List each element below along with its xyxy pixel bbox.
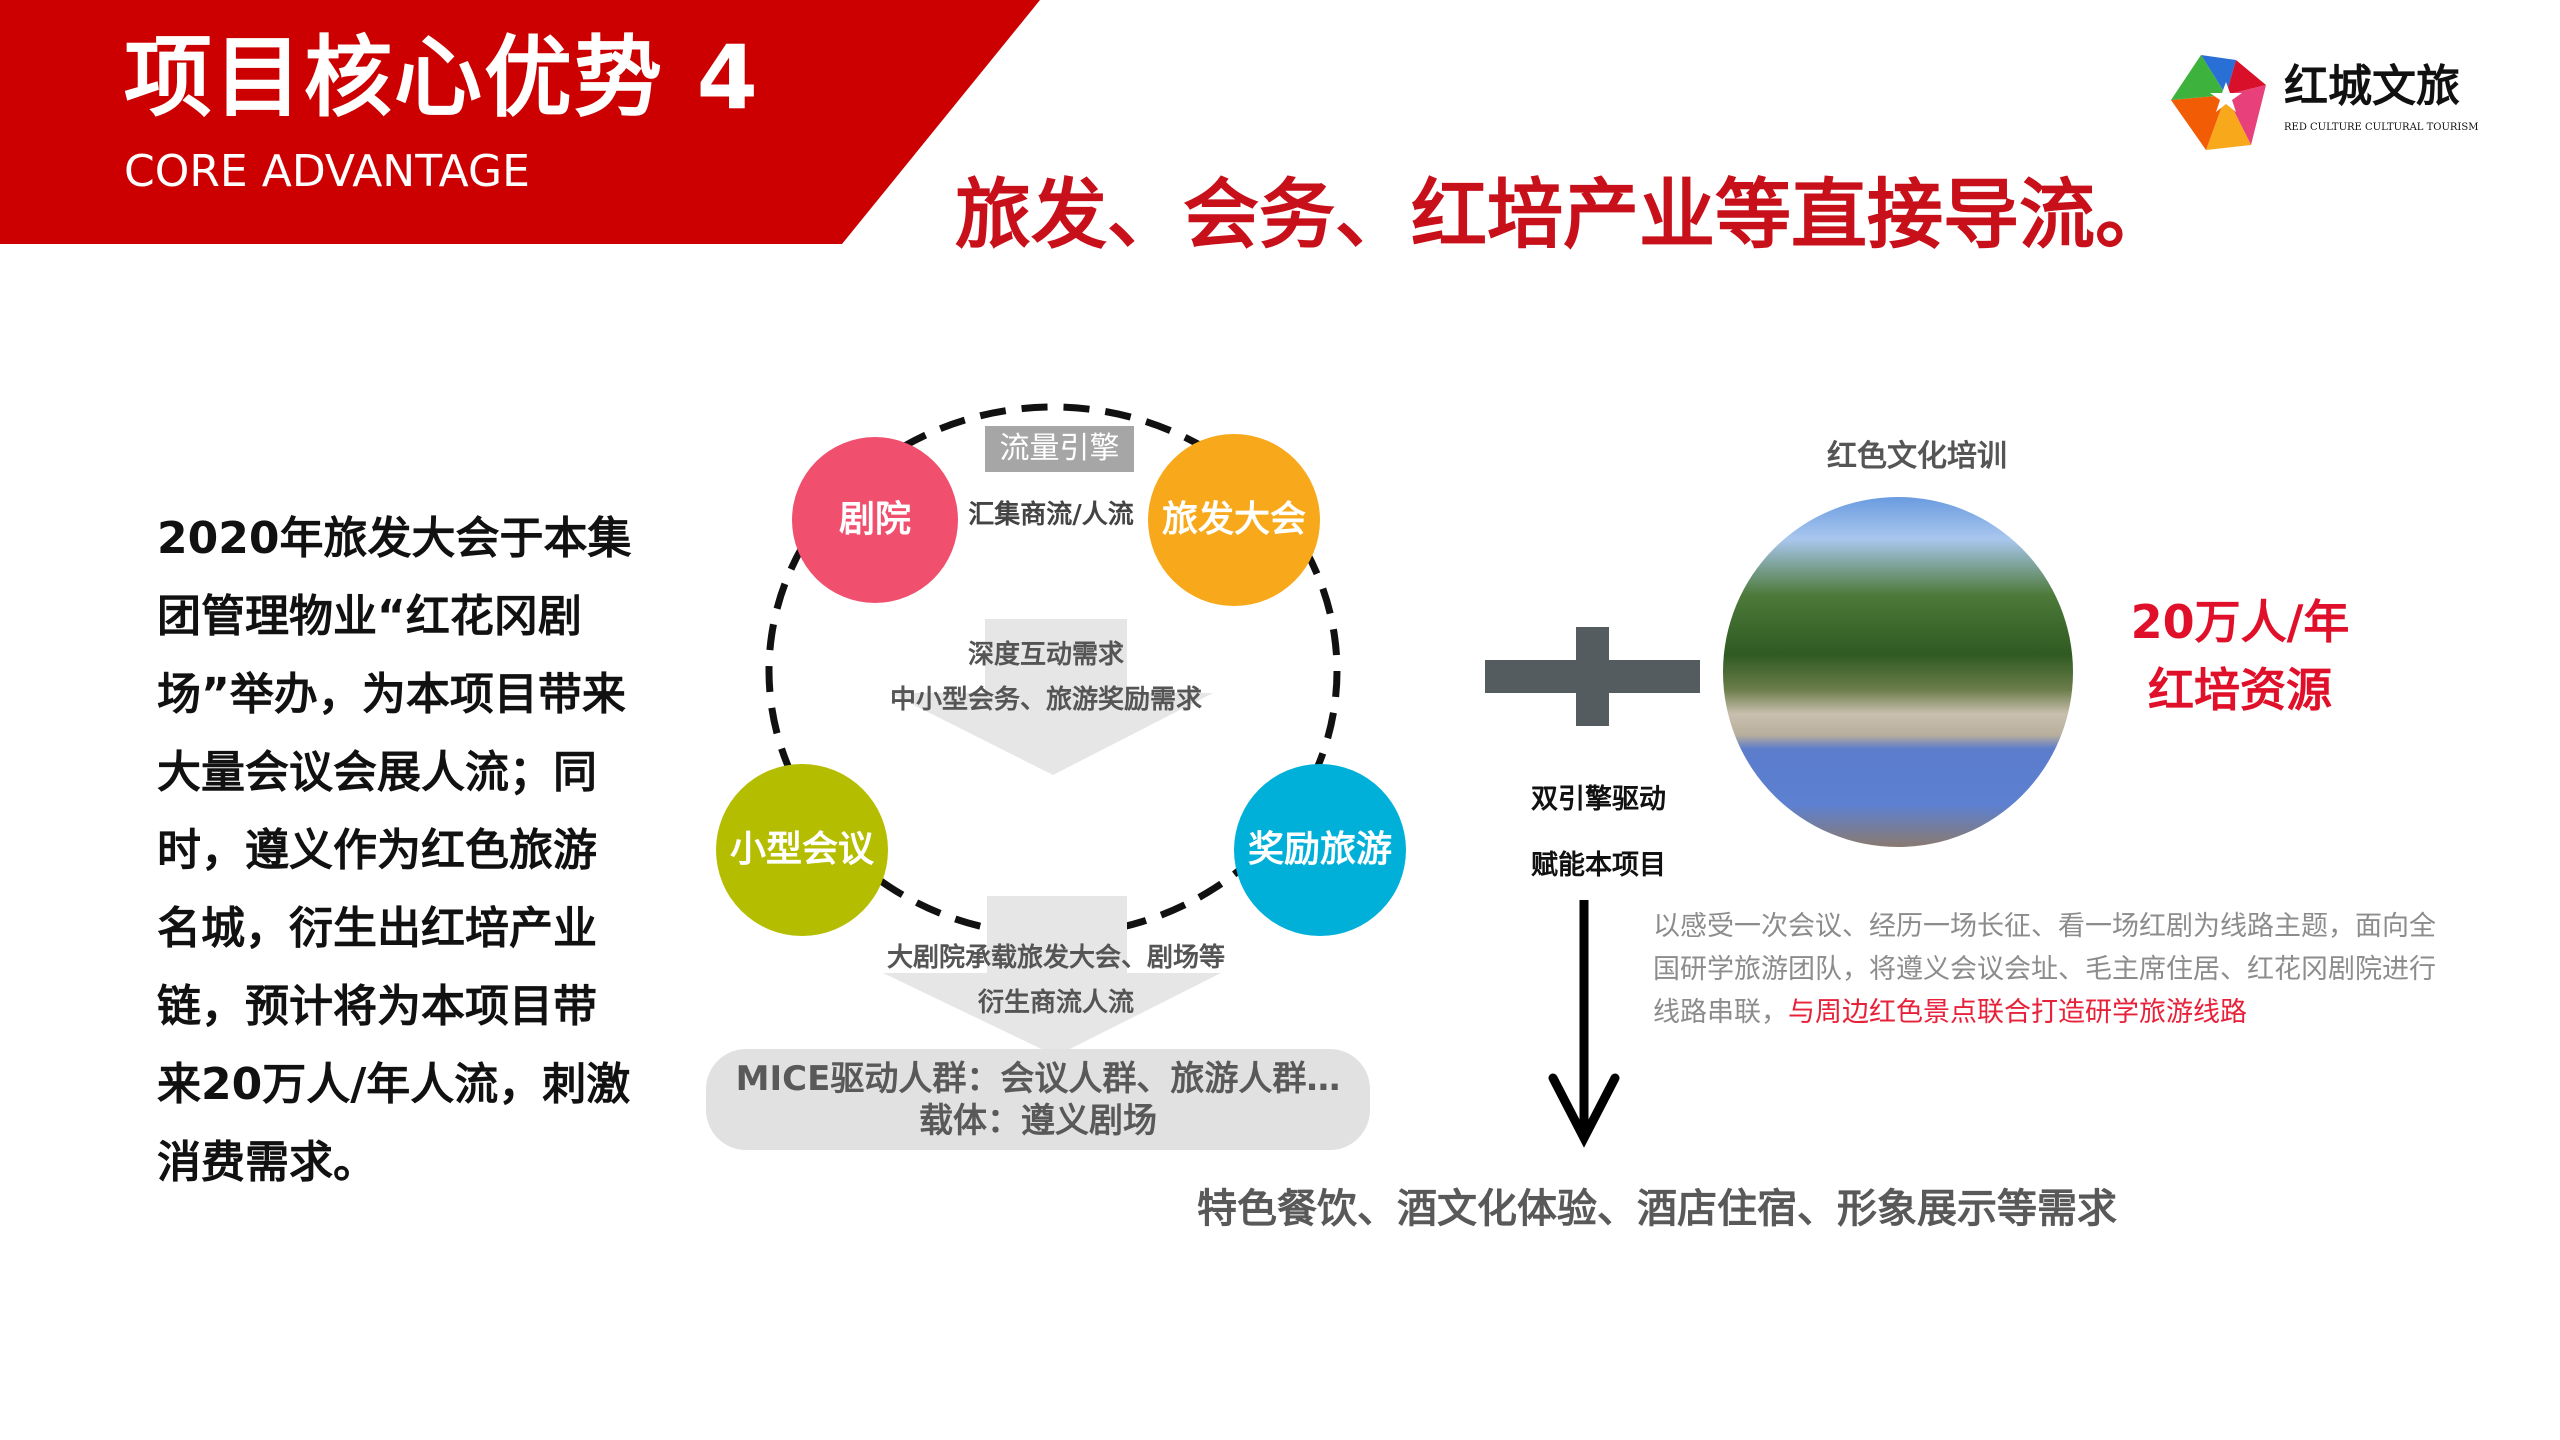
plus-vertical xyxy=(1576,627,1609,726)
middle-text-1: 深度互动需求 xyxy=(967,640,1125,670)
demand-summary: 特色餐饮、酒文化体验、酒店住宿、形象展示等需求 xyxy=(1197,1186,2117,1232)
route-description-red: 与周边红色景点联合打造研学旅游线路 xyxy=(1788,997,2247,1028)
down-arrow-head xyxy=(1548,1073,1620,1148)
page-title: 项目核心优势 4 xyxy=(124,26,760,129)
route-description-gray: 以感受一次会议、经历一场长征、看一场红剧为线路主题，面向全国研学旅游团队，将遵义… xyxy=(1653,911,2436,1028)
engine-line-2: 赋能本项目 xyxy=(1531,850,1666,881)
mice-line-2: 载体：遵义剧场 xyxy=(919,1100,1157,1141)
logo: 红城文旅 RED CULTURE CULTURAL TOURISM xyxy=(2166,50,2496,160)
page-subtitle: CORE ADVANTAGE xyxy=(124,146,530,197)
engine-label: 流量引擎 xyxy=(985,426,1134,472)
node-theater: 剧院 xyxy=(792,437,958,603)
header-banner xyxy=(0,0,1040,244)
intro-text: 2020年旅发大会于本集团管理物业“红花冈剧场”举办，为本项目带来大量会议会展人… xyxy=(157,513,632,1188)
bottom-text-2: 衍生商流人流 xyxy=(977,988,1135,1018)
node-tourism-conference: 旅发大会 xyxy=(1148,434,1320,606)
engine-line-1: 双引擎驱动 xyxy=(1531,784,1666,815)
route-description: 以感受一次会议、经历一场长征、看一场红剧为线路主题，面向全国研学旅游团队，将遵义… xyxy=(1653,905,2443,1034)
bottom-text-1: 大剧院承载旅发大会、剧场等 xyxy=(886,943,1226,973)
mice-line-1: MICE驱动人群：会议人群、旅游人群… xyxy=(735,1058,1341,1099)
headline: 旅发、会务、红培产业等直接导流。 xyxy=(955,170,2171,259)
bottom-arrow xyxy=(883,896,1221,1056)
stat-line-1: 20万人/年 xyxy=(2130,595,2350,649)
mice-box: MICE驱动人群：会议人群、旅游人群… 载体：遵义剧场 xyxy=(706,1049,1370,1150)
node-small-meetings: 小型会议 xyxy=(716,764,888,936)
node-incentive-travel: 奖励旅游 xyxy=(1234,764,1406,936)
top-flow-text: 汇集商流/人流 xyxy=(968,500,1134,530)
red-training-photo xyxy=(1723,497,2073,847)
logo-name: 红城文旅 xyxy=(2284,61,2460,112)
middle-arrow xyxy=(890,619,1213,775)
middle-text-2: 中小型会务、旅游奖励需求 xyxy=(889,685,1203,715)
logo-tagline: RED CULTURE CULTURAL TOURISM xyxy=(2284,122,2479,133)
photo-caption: 红色文化培训 xyxy=(1827,439,2007,474)
stat-line-2: 红培资源 xyxy=(2148,663,2332,717)
logo-mark-icon xyxy=(2171,55,2266,150)
